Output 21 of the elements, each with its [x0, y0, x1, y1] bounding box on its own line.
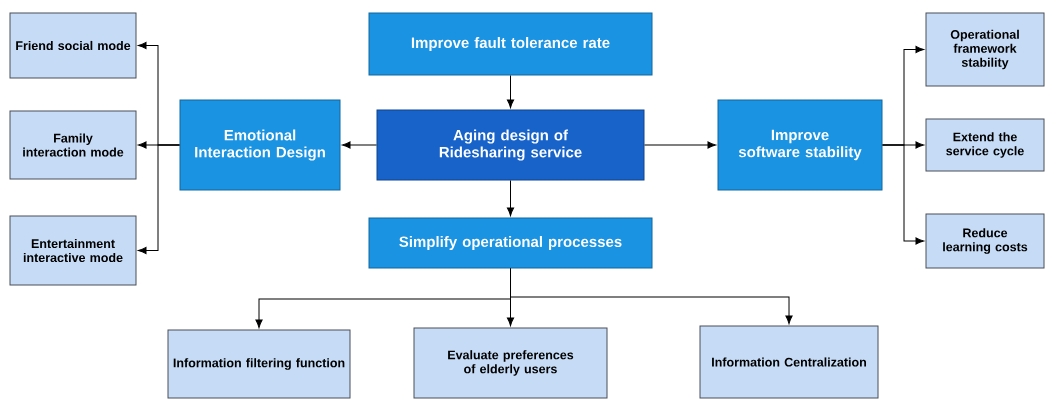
process-box: Simplify operational processes	[368, 217, 653, 269]
leaf-box: Evaluate preferences of elderly users	[413, 327, 608, 399]
process-box: Emotional Interaction Design	[179, 99, 341, 191]
leaf-box: Friend social mode	[9, 12, 137, 79]
process-box: Improve fault tolerance rate	[368, 12, 653, 76]
leaf-box: Reduce learning costs	[925, 213, 1045, 269]
leaf-box: Operational framework stability	[925, 12, 1045, 87]
leaf-box: Extend the service cycle	[925, 118, 1045, 172]
arrow	[341, 141, 377, 149]
arrow	[506, 268, 515, 327]
arrow	[506, 180, 515, 217]
leaf-box: Information filtering function	[167, 329, 351, 399]
core-box: Aging design of Ridesharing service	[376, 109, 645, 181]
leaf-box: Family interaction mode	[9, 110, 137, 180]
leaf-box: Information Centralization	[699, 325, 879, 399]
process-box: Improve software stability	[717, 99, 883, 191]
arrow	[506, 75, 515, 109]
arrow	[882, 141, 925, 149]
leaf-box: Entertainment interactive mode	[9, 215, 137, 286]
arrow	[137, 141, 180, 149]
arrow	[644, 141, 717, 149]
